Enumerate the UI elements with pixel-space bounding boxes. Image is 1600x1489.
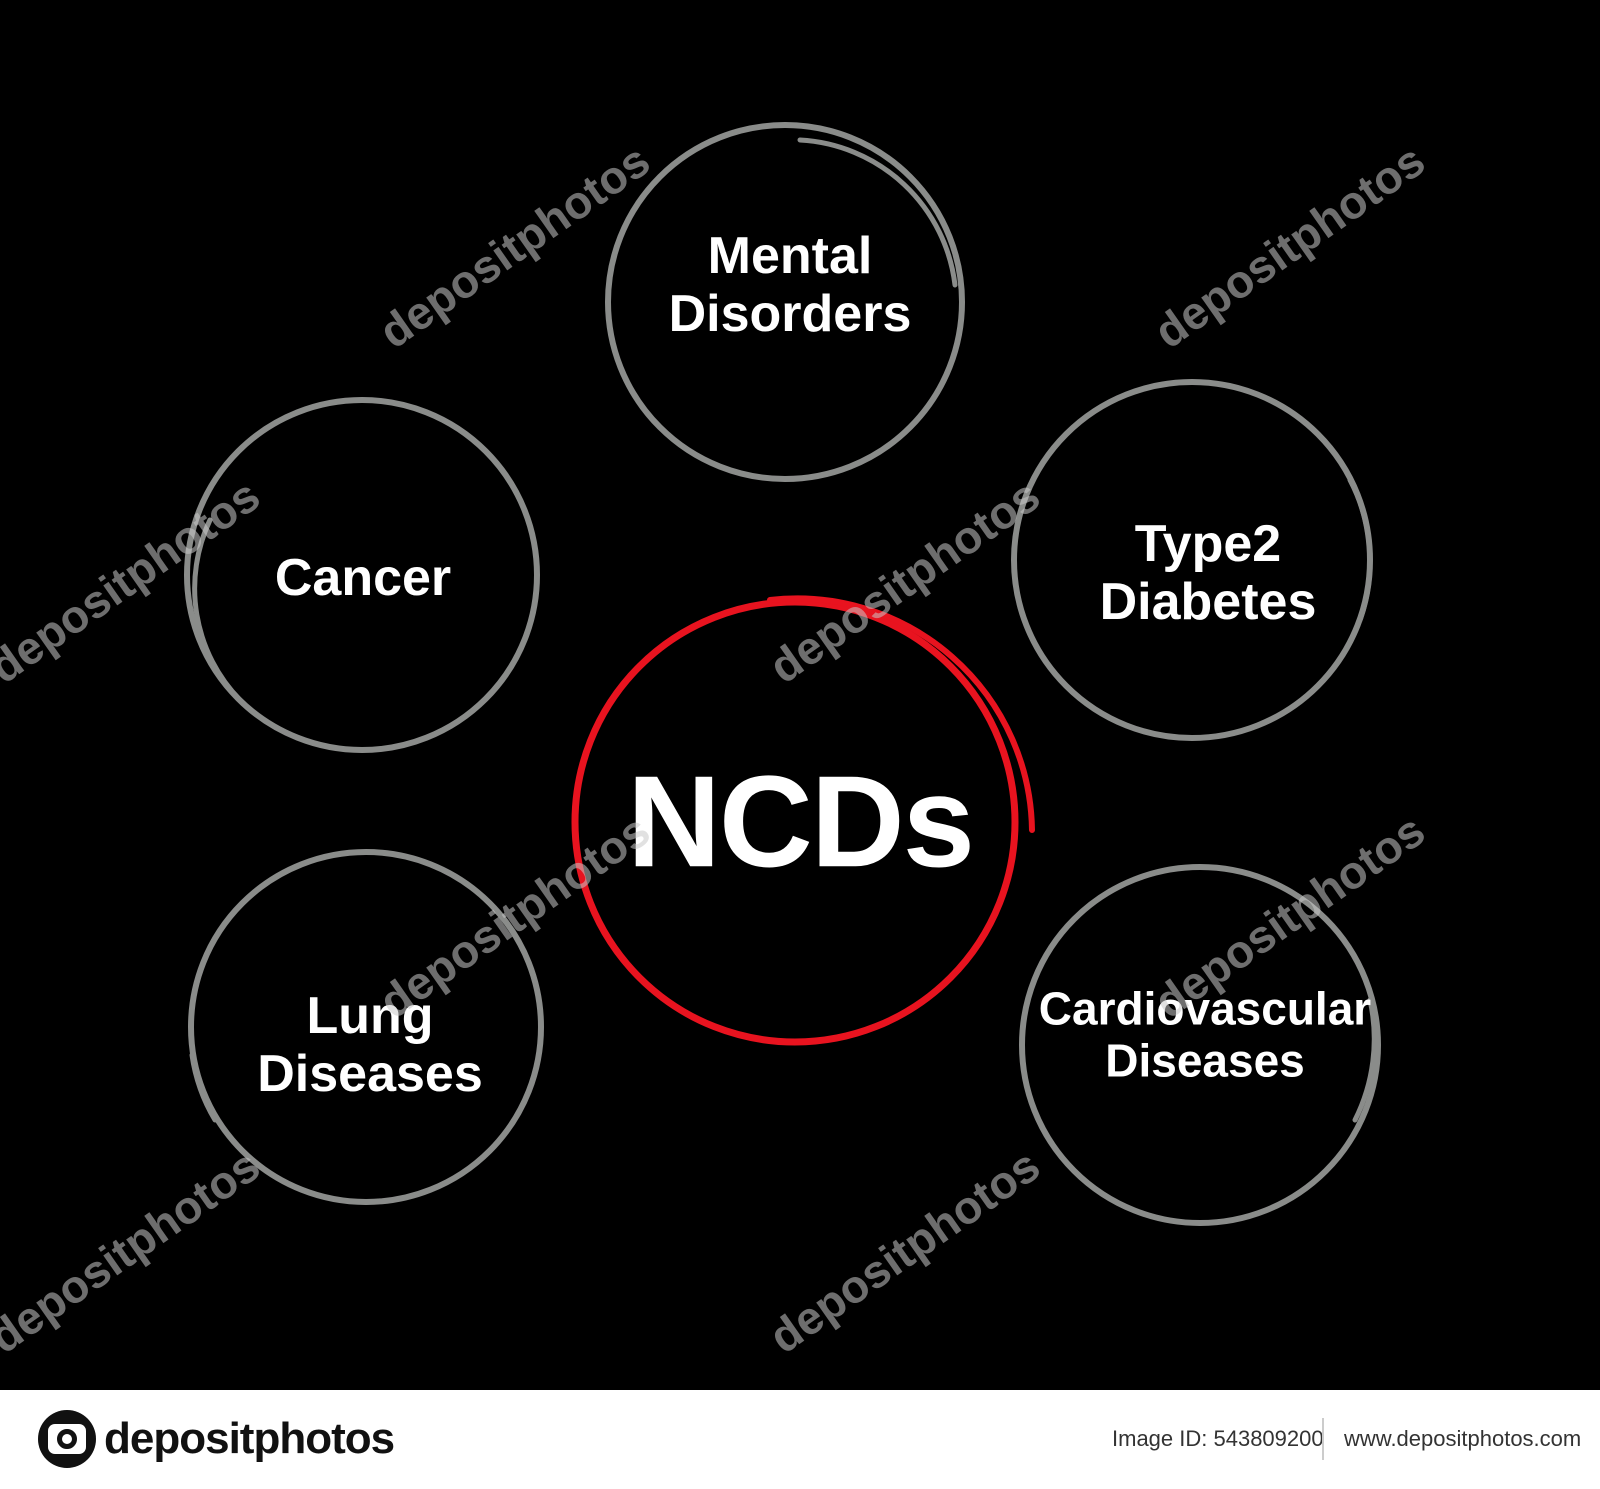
footer-divider: [1322, 1418, 1324, 1460]
satellite-label-mental: Mental Disorders: [669, 227, 912, 343]
image-id: Image ID: 543809200: [1112, 1426, 1324, 1451]
label-line: Disorders: [668, 285, 912, 343]
ring-diabetes: [1011, 379, 1373, 741]
brand-logo[interactable]: depositphotos: [38, 1410, 395, 1468]
footer-bar: depositphotos Image ID: 543809200 www.de…: [0, 1390, 1600, 1489]
satellite-label-cancer: Cancer: [275, 549, 451, 607]
satellite-label-diabetes: Type2 Diabetes: [1100, 515, 1317, 631]
ring-cancer: [184, 397, 540, 753]
label-line: Diabetes: [1099, 573, 1317, 631]
label-line: Diseases: [257, 1045, 483, 1103]
ring-lung: [188, 849, 544, 1205]
ring-mental: [605, 122, 965, 482]
logo-text: depositphotos: [104, 1414, 395, 1463]
camera-icon: [38, 1410, 96, 1468]
ring-cardio: [1019, 864, 1381, 1226]
label-line: Diseases: [1105, 1034, 1305, 1086]
label-line: Type2: [1134, 514, 1282, 573]
site-url-link[interactable]: www.depositphotos.com: [1344, 1426, 1582, 1451]
ring-center: [571, 595, 1035, 1046]
satellite-label-lung: Lung Diseases: [257, 987, 483, 1103]
label-line: Lung: [306, 986, 434, 1045]
satellite-label-cardio: Cardiovascular Diseases: [1039, 983, 1371, 1086]
label-line: Cancer: [274, 548, 452, 607]
diagram-canvas: NCDs Mental Disorders Type2 Diabetes Car…: [0, 122, 1434, 1364]
label-line: Cardiovascular: [1038, 982, 1372, 1035]
center-label: NCDs: [627, 748, 975, 895]
diagram-rings: [184, 122, 1381, 1226]
label-line: Mental: [707, 226, 873, 285]
